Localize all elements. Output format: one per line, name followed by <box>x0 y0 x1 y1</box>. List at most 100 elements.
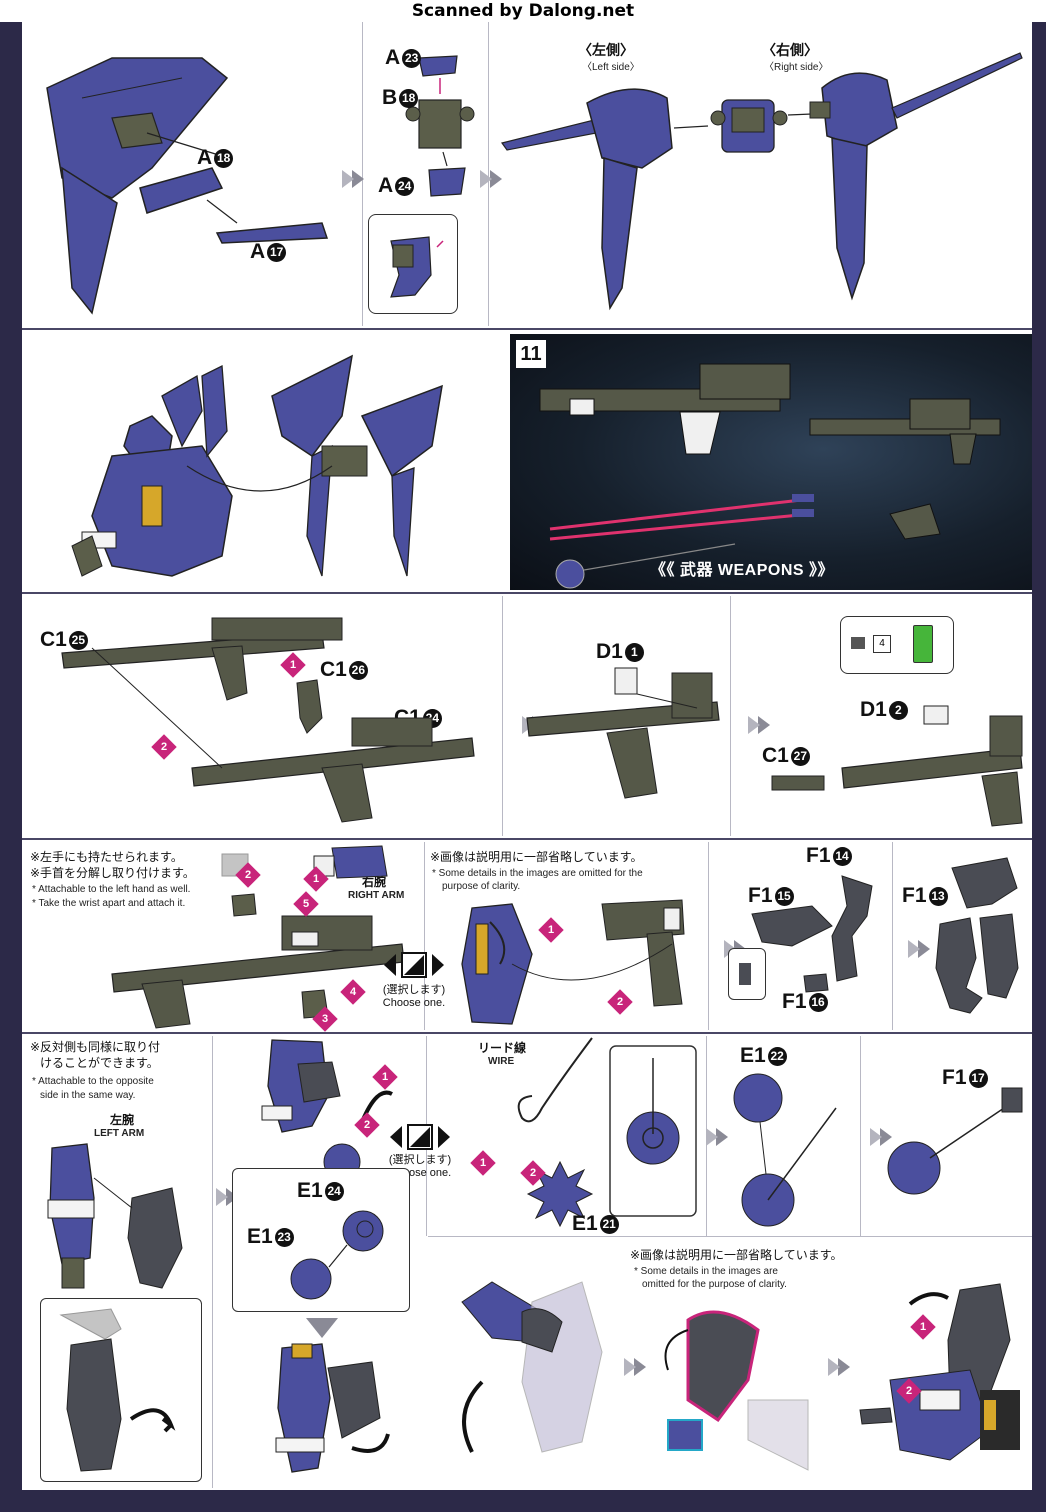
note-left-hand-en: * Attachable to the left hand as well. <box>32 884 191 895</box>
column-divider <box>708 842 709 1030</box>
omit-note2-en-1: * Some details in the images are <box>634 1266 778 1277</box>
omit-note-en-1: * Some details in the images are omitted… <box>432 868 643 879</box>
wire-handle-illustration <box>887 1087 1023 1195</box>
hand-complete-illustration <box>935 857 1019 1014</box>
choose-jp: (選択します) <box>382 984 446 996</box>
joint-part-illustration <box>405 55 475 197</box>
column-divider <box>892 842 893 1030</box>
left-side-label-en: 〈Left side〉 <box>582 62 640 73</box>
step-marker-1: 1 <box>538 917 564 943</box>
down-arrow <box>306 1318 338 1338</box>
note-wrist-en: * Take the wrist apart and attach it. <box>32 898 186 909</box>
hand-frame-illustration <box>751 875 873 993</box>
arm-swing-illustration <box>461 1281 603 1453</box>
sticker-number: 4 <box>873 635 891 653</box>
opposite-note-jp-2: けることができます。 <box>40 1056 159 1070</box>
step-11-weapons-panel: 11 《《 武器 WEAPONS 》》 <box>510 334 1032 590</box>
rifle-sight-illustration <box>526 667 720 799</box>
flow-arrow <box>748 716 770 734</box>
sticker-green <box>913 625 933 663</box>
column-divider <box>730 596 731 836</box>
omit-note-jp: ※画像は説明用に一部省略しています。 <box>430 850 643 864</box>
flow-arrow <box>706 1128 728 1146</box>
weapons-illustration <box>539 363 1001 589</box>
right-arm-label-jp: 右腕 <box>362 875 387 889</box>
shield-rotate-illustration <box>664 1310 809 1471</box>
left-arm-label-en: LEFT ARM <box>94 1128 145 1139</box>
step-marker-2: 2 <box>151 734 177 760</box>
column-divider <box>212 1036 213 1488</box>
flow-arrow <box>828 1358 850 1376</box>
step-marker-1: 1 <box>910 1314 936 1340</box>
left-side-label-jp: 〈左側〉 <box>578 42 634 58</box>
choose-jp: (選択します) <box>388 1154 452 1166</box>
sticker-callout: 4 <box>840 616 954 674</box>
rifle-final-illustration <box>771 705 1023 827</box>
hand-detail-inset <box>728 948 766 1000</box>
shield-wheel-illustration <box>733 1073 837 1227</box>
step-marker-2: 2 <box>896 1378 922 1404</box>
shield-parts-illustration <box>290 1210 384 1300</box>
flow-arrow <box>908 940 930 958</box>
watermark-bar: Scanned by Dalong.net <box>0 0 1046 22</box>
row-divider <box>22 838 1032 840</box>
row-divider <box>22 592 1032 594</box>
choose-one-icon <box>390 1124 450 1150</box>
row-divider <box>22 328 1032 330</box>
wing-binder-illustration <box>46 57 329 315</box>
hand-detail-shape <box>739 963 751 985</box>
gundam-attach-binders-illustration <box>71 354 443 577</box>
step-marker-2: 2 <box>607 989 633 1015</box>
omit-note2-en-2: omitted for the purpose of clarity. <box>642 1279 787 1290</box>
assembled-binders-illustration <box>500 52 1023 311</box>
flow-arrow <box>624 1358 646 1376</box>
omit-note2-jp: ※画像は説明用に一部省略しています。 <box>630 1248 843 1262</box>
step-marker-2: 2 <box>354 1112 380 1138</box>
detail-inset <box>368 214 458 314</box>
opposite-note-en-1: * Attachable to the opposite <box>32 1076 154 1087</box>
inset-illustration <box>390 236 444 298</box>
flow-arrow <box>342 170 364 188</box>
step-marker-1: 1 <box>280 652 306 678</box>
opposite-note-jp-1: ※反対側も同様に取り付 <box>30 1040 161 1054</box>
right-side-label-en: 〈Right side〉 <box>764 62 829 73</box>
flow-arrow <box>870 1128 892 1146</box>
step-number: 11 <box>516 340 546 368</box>
choose-en: Choose one. <box>382 997 446 1009</box>
note-wrist-jp: ※手首を分解し取り付けます。 <box>30 866 195 880</box>
wire-label-jp: リード線 <box>478 1041 527 1055</box>
note-left-hand-jp: ※左手にも持たせられます。 <box>30 850 183 864</box>
step-marker-2: 2 <box>520 1160 546 1186</box>
step-marker-1: 1 <box>372 1064 398 1090</box>
mount-rifle-illustration <box>461 899 685 1025</box>
choose-one-icon <box>384 952 444 978</box>
right-arm-label-en: RIGHT ARM <box>348 890 405 901</box>
weapons-label: 《《 武器 WEAPONS 》》 <box>650 562 835 579</box>
left-arm-label-jp: 左腕 <box>110 1113 135 1127</box>
flow-arrow <box>480 170 502 188</box>
right-side-label-jp: 〈右側〉 <box>762 42 818 58</box>
step-marker-1: 1 <box>470 1150 496 1176</box>
column-divider <box>860 1036 861 1236</box>
wire-hook-illustration <box>517 1037 697 1228</box>
left-arm-detail-inset <box>40 1298 202 1482</box>
column-divider <box>502 596 503 836</box>
step-marker-1: 1 <box>303 866 329 892</box>
grip-shield-illustration <box>859 1283 1020 1461</box>
omit-note-en-2: purpose of clarity. <box>442 881 521 892</box>
left-arm-detail-illustration <box>59 1308 176 1472</box>
sticker-icon <box>851 637 865 649</box>
row-divider <box>22 1032 1032 1034</box>
